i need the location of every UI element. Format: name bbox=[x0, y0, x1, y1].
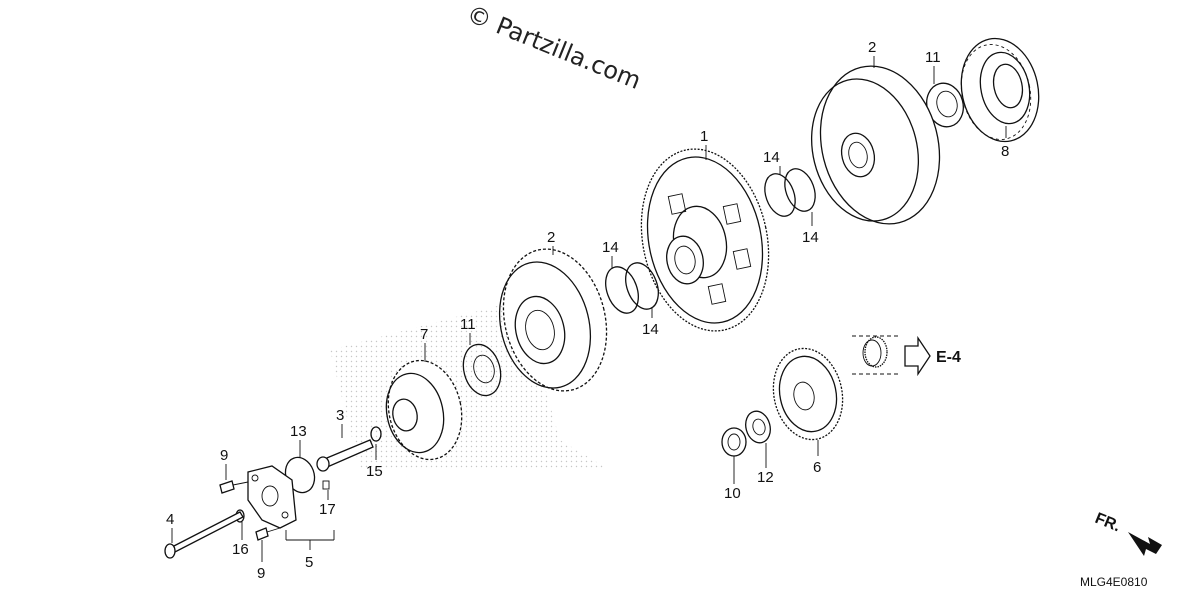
part-9-bolt-upper bbox=[219, 480, 249, 494]
callout-11-upper: 11 bbox=[925, 49, 941, 66]
callout-3: 3 bbox=[336, 407, 344, 424]
part-12-washer bbox=[745, 410, 771, 444]
front-direction-arrow: FR. bbox=[1093, 510, 1162, 556]
reference-bracket bbox=[852, 335, 898, 375]
front-direction-label: FR. bbox=[1093, 510, 1123, 535]
diagram-code: MLG4E0810 bbox=[1080, 575, 1148, 589]
part-5-cover bbox=[247, 465, 297, 529]
part-6-gear bbox=[772, 347, 844, 441]
part-7-hub bbox=[385, 359, 463, 461]
callout-2-upper: 2 bbox=[868, 39, 876, 56]
callout-1: 1 bbox=[700, 128, 708, 145]
callout-6: 6 bbox=[813, 459, 821, 476]
callout-17: 17 bbox=[319, 501, 336, 518]
callout-12: 12 bbox=[757, 469, 774, 486]
callout-2-lower: 2 bbox=[547, 229, 555, 246]
part-14-rings-lower bbox=[605, 262, 659, 314]
callout-5: 5 bbox=[305, 554, 313, 571]
callout-16: 16 bbox=[232, 541, 249, 558]
part-10-nut bbox=[721, 427, 747, 457]
part-8-clutch-hub bbox=[960, 37, 1040, 143]
callout-8: 8 bbox=[1001, 143, 1009, 160]
callout-14-c: 14 bbox=[602, 239, 619, 256]
part-3-pin bbox=[316, 439, 374, 472]
reference-arrow-icon bbox=[904, 335, 931, 377]
part-4-bolt bbox=[164, 511, 244, 559]
callout-9-upper: 9 bbox=[220, 447, 228, 464]
part-14-rings-upper bbox=[764, 168, 816, 217]
callout-15: 15 bbox=[366, 463, 383, 480]
callout-14-d: 14 bbox=[642, 321, 659, 338]
callout-4: 4 bbox=[166, 511, 174, 528]
part-1-driven-gear bbox=[640, 148, 770, 332]
callout-14-b: 14 bbox=[802, 229, 819, 246]
part-2-clutch-outer-upper bbox=[810, 65, 941, 225]
leader-lines bbox=[171, 56, 1007, 562]
part-2-clutch-outer-lower bbox=[498, 248, 608, 392]
watermark: © Partzilla.com bbox=[463, 0, 645, 95]
part-9-bolt-lower bbox=[255, 527, 281, 541]
callout-7: 7 bbox=[420, 326, 428, 343]
reference-label: E-4 bbox=[936, 349, 961, 366]
part-15-ring bbox=[370, 426, 382, 442]
callout-10: 10 bbox=[724, 485, 741, 502]
spline-gear-small bbox=[862, 336, 888, 368]
callout-14-a: 14 bbox=[763, 149, 780, 166]
part-17-dowel bbox=[322, 480, 330, 490]
callout-11-lower: 11 bbox=[460, 316, 476, 333]
part-11-washer-lower bbox=[462, 343, 502, 397]
callout-9-lower: 9 bbox=[257, 565, 265, 582]
callout-13: 13 bbox=[290, 423, 307, 440]
